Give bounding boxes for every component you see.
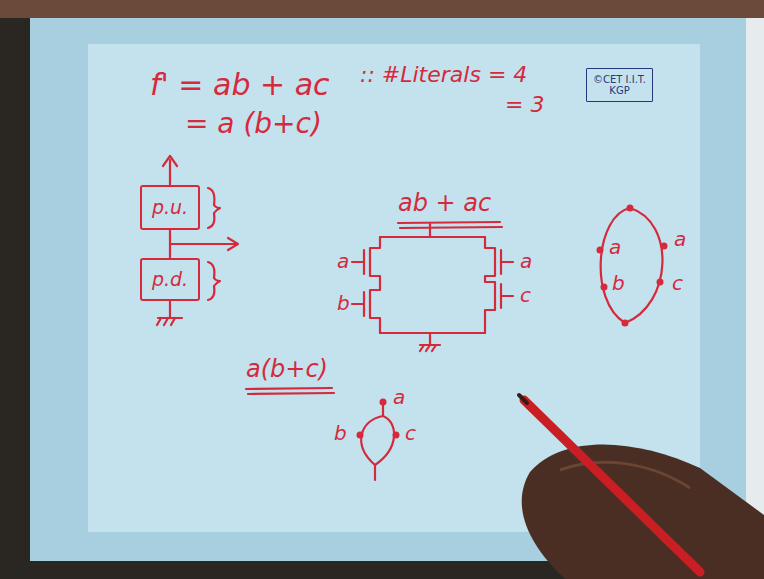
box-text: p.d. — [152, 269, 188, 291]
pull-up-box: p.u. — [140, 185, 200, 230]
output-wire — [170, 243, 236, 245]
vertex-label: a — [609, 236, 621, 259]
gate-input: c — [520, 284, 531, 307]
gate-wire — [501, 261, 513, 263]
vertex-label: c — [405, 422, 416, 445]
gate-input: a — [520, 250, 532, 273]
gate-wire — [501, 295, 513, 297]
vertex-label: a — [674, 228, 686, 251]
box-text: p.u. — [152, 197, 188, 219]
graph-vertex — [627, 205, 634, 212]
ground-symbol — [426, 345, 430, 351]
copyright-stamp: ©CET I.I.T. KGP — [586, 68, 653, 102]
brace — [208, 262, 220, 300]
note: :: #Literals = 4 — [360, 62, 527, 87]
graph-vertex — [657, 279, 664, 286]
vertex-label: b — [612, 272, 625, 295]
drawing — [157, 156, 662, 480]
gate-input: b — [337, 292, 350, 315]
note: = 3 — [505, 92, 544, 117]
equation: = a (b+c) — [185, 108, 322, 140]
wire — [380, 236, 485, 238]
pen-tip — [519, 395, 527, 403]
graph-vertex — [622, 320, 629, 327]
finger-crease — [560, 462, 690, 488]
graph-vertex — [597, 247, 604, 254]
graph-vertex — [661, 243, 668, 250]
underline — [398, 222, 500, 223]
supply-arrow — [163, 156, 177, 166]
underline — [246, 388, 332, 389]
vertex-label: a — [393, 386, 405, 409]
graph-dots — [357, 205, 668, 439]
paper-edge — [745, 18, 764, 563]
ground-symbol — [164, 318, 168, 325]
ground-symbol — [157, 318, 161, 325]
equation: f' = ab + ac — [150, 68, 330, 103]
brace — [208, 188, 220, 228]
connector — [169, 230, 171, 258]
gate-input: a — [337, 250, 349, 273]
vertex-label: c — [672, 272, 683, 295]
ground-symbol — [171, 318, 175, 325]
box-text: ©CET I.I.T. KGP — [587, 74, 652, 97]
underline — [248, 393, 334, 394]
ground-wire — [169, 300, 171, 318]
pen — [524, 400, 700, 572]
transistor-chain — [370, 237, 380, 333]
supply-wire — [169, 160, 171, 185]
wire — [429, 224, 431, 237]
ground-wire — [429, 333, 431, 345]
graph-edge — [375, 416, 394, 465]
graph-vertex — [393, 432, 400, 439]
vertex-label: b — [334, 422, 347, 445]
graph-edge — [361, 416, 383, 465]
gate-wire — [352, 261, 364, 263]
ground-symbol — [420, 345, 424, 351]
graph-loop — [601, 208, 663, 323]
transistor-chain — [485, 237, 495, 333]
expression-heading: ab + ac — [398, 190, 491, 218]
graph-edge — [374, 465, 376, 480]
ground-symbol — [432, 345, 436, 351]
output-arrow — [228, 238, 238, 250]
pull-down-box: p.d. — [140, 258, 200, 301]
wire — [380, 332, 485, 334]
gate-wire — [352, 303, 364, 305]
graph-vertex — [380, 399, 387, 406]
top-band — [0, 0, 764, 18]
underline — [400, 227, 502, 228]
graph-vertex — [357, 432, 364, 439]
graph-vertex — [601, 284, 608, 291]
expression-heading: a(b+c) — [246, 356, 328, 384]
